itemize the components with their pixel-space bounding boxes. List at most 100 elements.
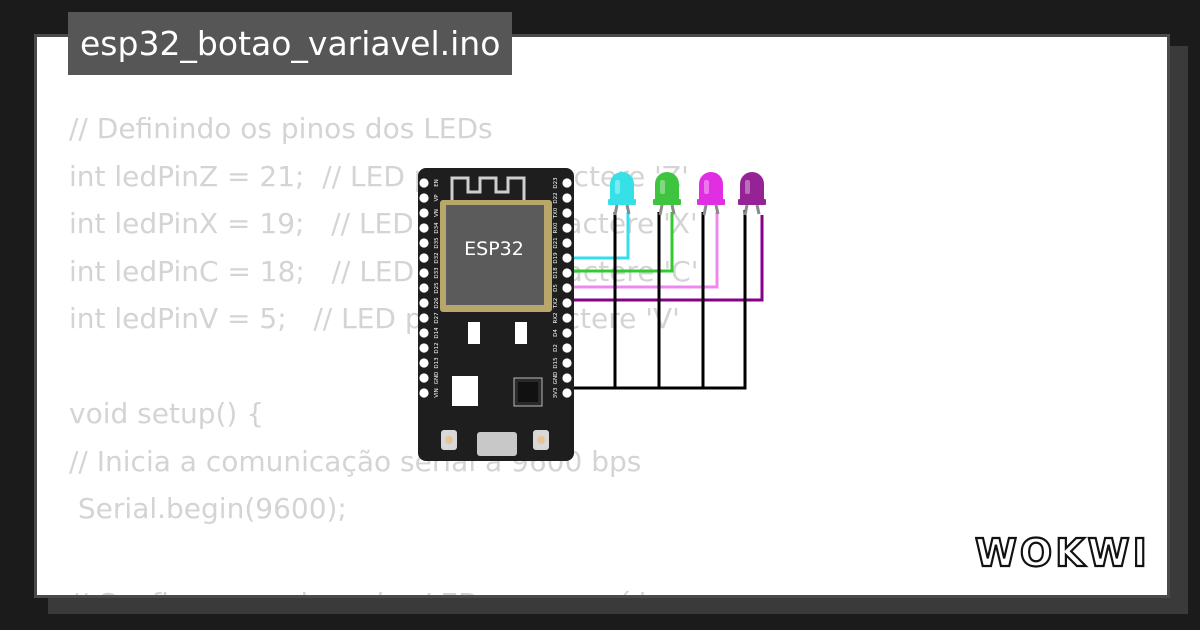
- pin-tx0[interactable]: [562, 208, 572, 218]
- pin-d14[interactable]: [419, 328, 429, 338]
- pin-d4[interactable]: [562, 328, 572, 338]
- pin-vn[interactable]: [419, 208, 429, 218]
- pin-label: VP: [434, 194, 440, 202]
- pin-label: RX0: [553, 222, 559, 234]
- led-rim: [697, 199, 725, 205]
- esp32-label: ESP32: [464, 238, 524, 260]
- pin-tx2[interactable]: [562, 298, 572, 308]
- pin-label: D12: [434, 342, 440, 353]
- boot-button-cap: [445, 436, 453, 444]
- pin-d5[interactable]: [562, 283, 572, 293]
- esp32-board[interactable]: ESP32 ENVPVND34D35D32D33D25D26D27D14D12D…: [418, 168, 574, 461]
- led-leg: [714, 204, 720, 215]
- pin-label: VN: [434, 209, 440, 217]
- pin-label: D4: [553, 329, 559, 337]
- reset-button-cap: [537, 436, 545, 444]
- right-pin-header: D23D22TX0RX0D21D19D18D5TX2RX2D4D2D15GND3…: [553, 177, 572, 398]
- led-leg: [743, 204, 749, 216]
- file-name-tab[interactable]: esp32_botao_variavel.ino: [68, 12, 513, 75]
- pin-label: GND: [553, 372, 559, 385]
- pin-d15[interactable]: [562, 358, 572, 368]
- led-group: [608, 172, 766, 216]
- pin-label: D13: [434, 357, 440, 369]
- led-body: [740, 172, 764, 203]
- led-body: [610, 172, 634, 203]
- pin-label: 3V3: [553, 387, 559, 398]
- code-line: void setup() {: [69, 397, 265, 430]
- led-v[interactable]: [738, 172, 766, 216]
- led-leg: [613, 204, 619, 216]
- usb-chip-core: [518, 382, 538, 402]
- code-line: // Configura os pinos dos LEDs como saíd…: [69, 587, 663, 595]
- pin-d27[interactable]: [419, 313, 429, 323]
- led-highlight: [660, 180, 665, 194]
- pin-label: GND: [434, 372, 440, 385]
- pin-label: D34: [434, 222, 440, 234]
- led-x[interactable]: [653, 172, 681, 216]
- code-line: // Definindo os pinos dos LEDs: [69, 112, 493, 145]
- pin-d32[interactable]: [419, 253, 429, 263]
- led-rim: [653, 199, 681, 205]
- antenna-trace: [450, 176, 526, 205]
- pin-gnd[interactable]: [419, 373, 429, 383]
- pin-label: D5: [553, 284, 559, 292]
- pin-vp[interactable]: [419, 193, 429, 203]
- led-leg: [658, 204, 664, 216]
- pin-en[interactable]: [419, 178, 429, 188]
- pin-label: D23: [553, 177, 559, 189]
- pin-label: RX2: [553, 312, 559, 323]
- wokwi-logo: WOKWI: [975, 530, 1150, 576]
- pin-d18[interactable]: [562, 268, 572, 278]
- led-rim: [608, 199, 636, 205]
- led-c[interactable]: [697, 172, 725, 216]
- led-leg: [670, 204, 676, 215]
- wire-purple[interactable]: [568, 215, 764, 302]
- pin-rx0[interactable]: [562, 223, 572, 233]
- pin-d25[interactable]: [419, 283, 429, 293]
- pin-label: D15: [553, 357, 559, 369]
- pin-d22[interactable]: [562, 193, 572, 203]
- esp32-module: [446, 205, 544, 305]
- pin-d26[interactable]: [419, 298, 429, 308]
- pin-label: D19: [553, 252, 559, 264]
- usb-port[interactable]: [477, 432, 517, 456]
- left-pin-header: ENVPVND34D35D32D33D25D26D27D14D12D13GNDV…: [419, 178, 440, 398]
- pin-vin[interactable]: [419, 388, 429, 398]
- smd-component: [468, 322, 480, 344]
- pin-label: D14: [434, 327, 440, 339]
- pin-d19[interactable]: [562, 253, 572, 263]
- led-leg: [702, 204, 708, 216]
- pin-label: D33: [434, 267, 440, 279]
- pin-label: D26: [434, 297, 440, 309]
- smd-component: [515, 322, 527, 344]
- pin-d21[interactable]: [562, 238, 572, 248]
- led-leg: [625, 204, 631, 215]
- led-z[interactable]: [608, 172, 636, 216]
- circuit-diagram: ESP32 ENVPVND34D35D32D33D25D26D27D14D12D…: [418, 168, 766, 461]
- wire-cyan[interactable]: [568, 212, 630, 260]
- pin-label: TX2: [553, 298, 559, 310]
- pin-d2[interactable]: [562, 343, 572, 353]
- pin-3v3[interactable]: [562, 388, 572, 398]
- voltage-regulator: [452, 376, 478, 406]
- pin-d35[interactable]: [419, 238, 429, 248]
- led-highlight: [745, 180, 750, 194]
- pin-label: TX0: [553, 207, 559, 219]
- wire-green[interactable]: [568, 212, 674, 273]
- pin-label: D27: [434, 312, 440, 324]
- pin-d12[interactable]: [419, 343, 429, 353]
- led-body: [655, 172, 679, 203]
- pin-label: D25: [434, 282, 440, 294]
- pin-rx2[interactable]: [562, 313, 572, 323]
- wire-pink[interactable]: [568, 212, 719, 289]
- led-leg: [755, 204, 761, 215]
- pin-d23[interactable]: [562, 178, 572, 188]
- pin-gnd[interactable]: [562, 373, 572, 383]
- wokwi-logo-text: WOKWI: [975, 531, 1150, 575]
- led-rim: [738, 199, 766, 205]
- code-line: Serial.begin(9600);: [69, 492, 347, 525]
- pin-d33[interactable]: [419, 268, 429, 278]
- pin-d13[interactable]: [419, 358, 429, 368]
- pin-d34[interactable]: [419, 223, 429, 233]
- led-highlight: [615, 180, 620, 194]
